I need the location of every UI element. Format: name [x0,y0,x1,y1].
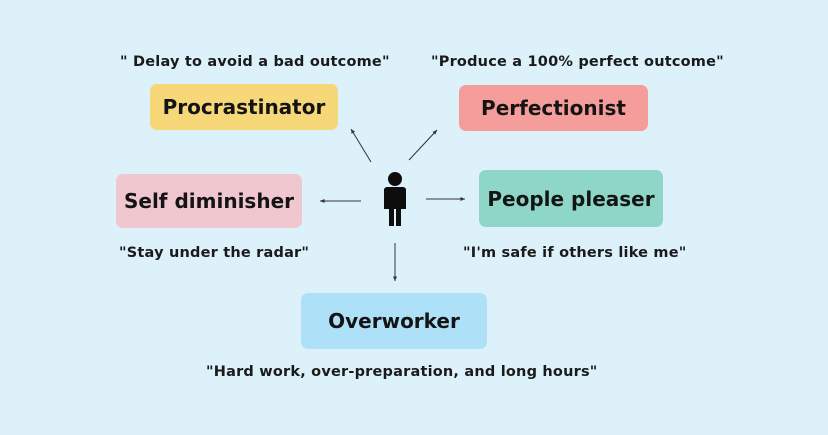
overworker-quote: "Hard work, over-preparation, and long h… [206,364,598,380]
perfectionist-quote: "Produce a 100% perfect outcome" [431,54,724,70]
people-pleaser-quote: "I'm safe if others like me" [463,245,687,261]
procrastinator-label: Procrastinator [162,95,326,119]
arrow-to-procrastinator [350,128,372,163]
procrastinator-box: Procrastinator [150,84,338,130]
self-diminisher-label: Self diminisher [123,189,295,213]
perfectionist-box: Perfectionist [459,85,648,131]
arrow-to-perfectionist [408,129,438,161]
procrastinator-quote: " Delay to avoid a bad outcome" [120,54,390,70]
overworker-label: Overworker [328,309,460,333]
perfectionist-label: Perfectionist [481,96,626,120]
self-diminisher-quote: "Stay under the radar" [119,245,310,261]
people-pleaser-label: People pleaser [487,186,655,211]
overworker-box: Overworker [301,293,487,349]
person-icon [384,172,406,226]
self-diminisher-box: Self diminisher [116,174,302,228]
people-pleaser-box: People pleaser [479,170,663,227]
